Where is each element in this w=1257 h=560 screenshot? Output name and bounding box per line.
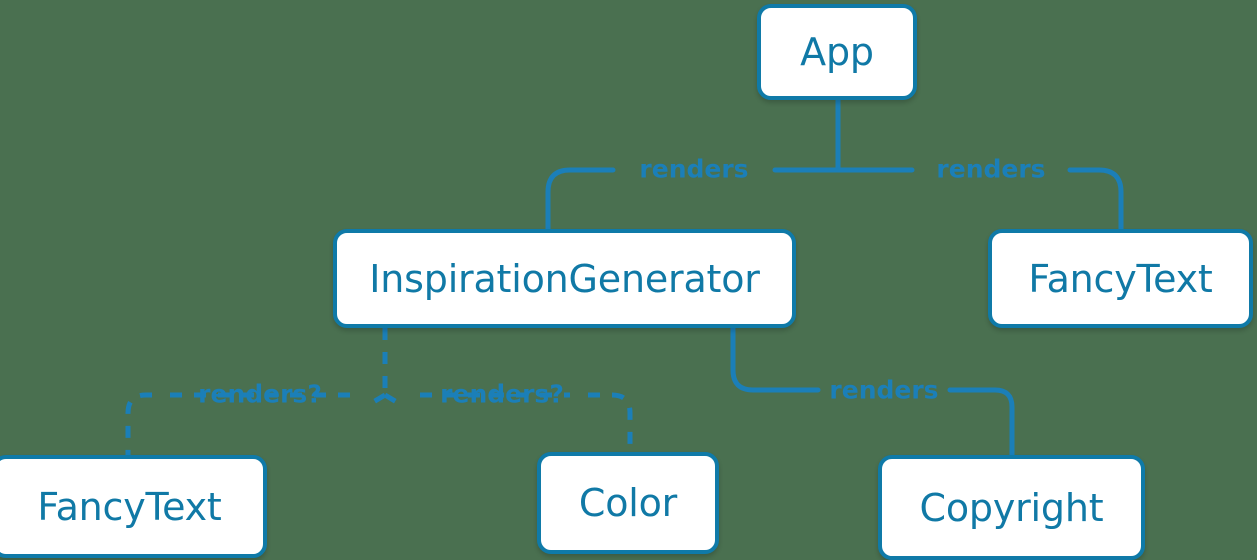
node-label-inspiration-generator: InspirationGenerator <box>369 256 760 301</box>
node-copyright[interactable]: Copyright <box>878 455 1145 560</box>
node-color[interactable]: Color <box>537 452 719 554</box>
edge-inspiration-generator-to-color <box>383 392 633 452</box>
edge-label-inspiration-generator-to-copyright: renders <box>829 375 939 405</box>
edge-inspiration-generator-to-copyright-path <box>730 325 1015 458</box>
node-label-fancytext-bottom: FancyText <box>37 484 222 529</box>
edge-app-to-fancytext-right <box>835 167 1124 232</box>
node-label-fancytext-right: FancyText <box>1028 256 1213 301</box>
node-fancytext-bottom[interactable]: FancyText <box>0 455 267 558</box>
edge-inspiration-generator-to-fancytext-bottom <box>125 392 387 455</box>
node-inspiration-generator[interactable]: InspirationGenerator <box>333 229 796 328</box>
edge-label-inspiration-generator-to-color: renders? <box>440 379 564 409</box>
node-label-app: App <box>800 30 874 74</box>
node-label-copyright: Copyright <box>919 485 1104 530</box>
edge-label-inspiration-generator-to-fancytext-bottom: renders? <box>198 379 322 409</box>
edge-label-app-to-fancytext-right: renders <box>936 154 1046 184</box>
node-app[interactable]: App <box>757 4 917 100</box>
node-label-color: Color <box>578 481 678 525</box>
node-fancytext-right[interactable]: FancyText <box>988 229 1253 328</box>
edge-label-app-to-inspiration-generator: renders <box>639 154 749 184</box>
edge-app-to-inspiration-generator <box>545 167 841 232</box>
